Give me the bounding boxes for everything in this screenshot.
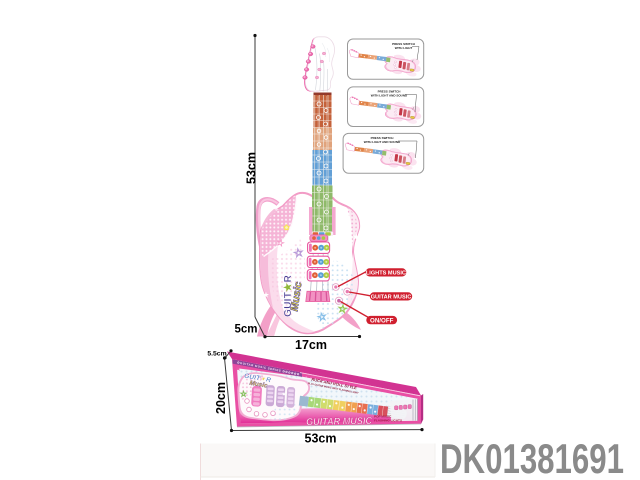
svg-text:ON/OFF: ON/OFF xyxy=(370,317,394,324)
svg-text:GUITAR MUSIC: GUITAR MUSIC xyxy=(306,416,373,428)
svg-text:GUITAR MUSIC: GUITAR MUSIC xyxy=(371,295,412,301)
svg-text:Music: Music xyxy=(249,380,268,390)
svg-text:5cm: 5cm xyxy=(234,324,257,336)
svg-text:53cm: 53cm xyxy=(305,432,337,446)
svg-text:WITH LIGHT: WITH LIGHT xyxy=(395,46,413,50)
svg-text:20cm: 20cm xyxy=(214,382,228,414)
svg-text:PRESS SWITCH: PRESS SWITCH xyxy=(378,90,401,94)
svg-text:Music: Music xyxy=(289,281,305,312)
svg-text:PRESS SWITCH: PRESS SWITCH xyxy=(371,136,394,140)
svg-text:53cm: 53cm xyxy=(245,152,259,184)
svg-text:✦ ✦ ✦ ✦ ✦ ✦ ✦ ✦ ✦ ✦: ✦ ✦ ✦ ✦ ✦ ✦ ✦ ✦ ✦ ✦ xyxy=(305,376,352,388)
svg-text:FLASHING LIGHTS: FLASHING LIGHTS xyxy=(374,419,402,423)
svg-text:POP MUSIC: POP MUSIC xyxy=(374,415,392,419)
svg-text:5.5cm: 5.5cm xyxy=(207,350,226,357)
svg-text:WITH LIGHT AND SOUND: WITH LIGHT AND SOUND xyxy=(364,140,401,144)
svg-text:WITH LIGHT AND SOUND: WITH LIGHT AND SOUND xyxy=(371,93,408,97)
svg-text:PRESS SWITCH: PRESS SWITCH xyxy=(392,42,415,46)
svg-text:LIGHTS MUSIC: LIGHTS MUSIC xyxy=(366,271,406,277)
svg-text:17cm: 17cm xyxy=(295,338,327,352)
svg-text:DK01381691: DK01381691 xyxy=(440,435,624,480)
svg-text:GUIT★R: GUIT★R xyxy=(283,275,294,317)
